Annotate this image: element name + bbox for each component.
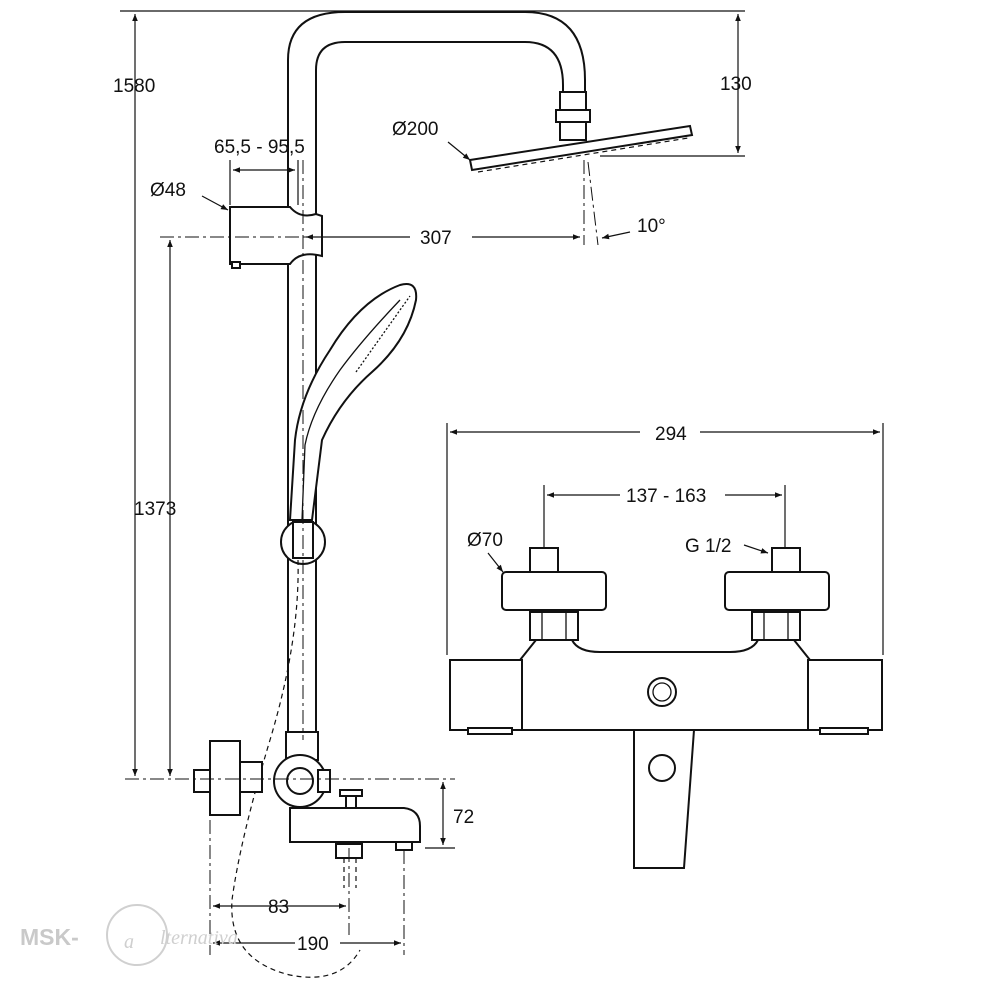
right-escutcheon bbox=[724, 571, 830, 611]
watermark-ring bbox=[106, 904, 168, 966]
spout-front bbox=[633, 729, 696, 869]
diverter-knob bbox=[647, 677, 677, 707]
right-nut bbox=[751, 611, 801, 641]
watermark-letter: a bbox=[124, 931, 134, 953]
dim-head-tilt: 10° bbox=[637, 216, 666, 237]
right-inlet-thread bbox=[771, 547, 801, 573]
head-connector bbox=[555, 91, 591, 141]
dim-mixer-width: 294 bbox=[655, 424, 687, 445]
dim-bracket-diameter: Ø48 bbox=[150, 180, 186, 201]
dim-bracket-spacing: 65,5 - 95,5 bbox=[214, 137, 305, 158]
riser-pipe bbox=[287, 11, 586, 741]
dim-escutcheon-diameter: Ø70 bbox=[467, 530, 503, 551]
shower-hose bbox=[231, 559, 361, 978]
dim-arm-reach: 307 bbox=[420, 228, 452, 249]
mixer-side bbox=[193, 731, 421, 888]
hand-shower bbox=[288, 283, 418, 521]
watermark-tail: lternativa bbox=[160, 927, 238, 949]
front-view bbox=[446, 423, 884, 869]
left-escutcheon bbox=[501, 571, 607, 611]
rain-shower-head bbox=[468, 124, 694, 173]
watermark: MSK- a lternativa bbox=[20, 904, 238, 966]
dim-head-diameter: Ø200 bbox=[392, 119, 438, 140]
left-handle bbox=[449, 659, 523, 735]
left-inlet-thread bbox=[529, 547, 559, 573]
dim-spout-projection: 190 bbox=[297, 934, 329, 955]
left-nut bbox=[529, 611, 579, 641]
right-handle bbox=[807, 659, 883, 735]
dim-head-drop: 130 bbox=[720, 74, 752, 95]
dim-pipe-projection: 83 bbox=[268, 897, 289, 918]
watermark-brand: MSK- bbox=[20, 924, 79, 950]
side-view bbox=[120, 10, 745, 978]
dim-spout-offset: 72 bbox=[453, 807, 474, 828]
dim-inlet-centers: 137 - 163 bbox=[626, 486, 706, 507]
dim-total-height: 1580 bbox=[113, 76, 155, 97]
dim-inlet-thread: G 1/2 bbox=[685, 536, 731, 557]
wall-bracket bbox=[229, 206, 323, 269]
dim-outlet-height: 1373 bbox=[134, 499, 176, 520]
